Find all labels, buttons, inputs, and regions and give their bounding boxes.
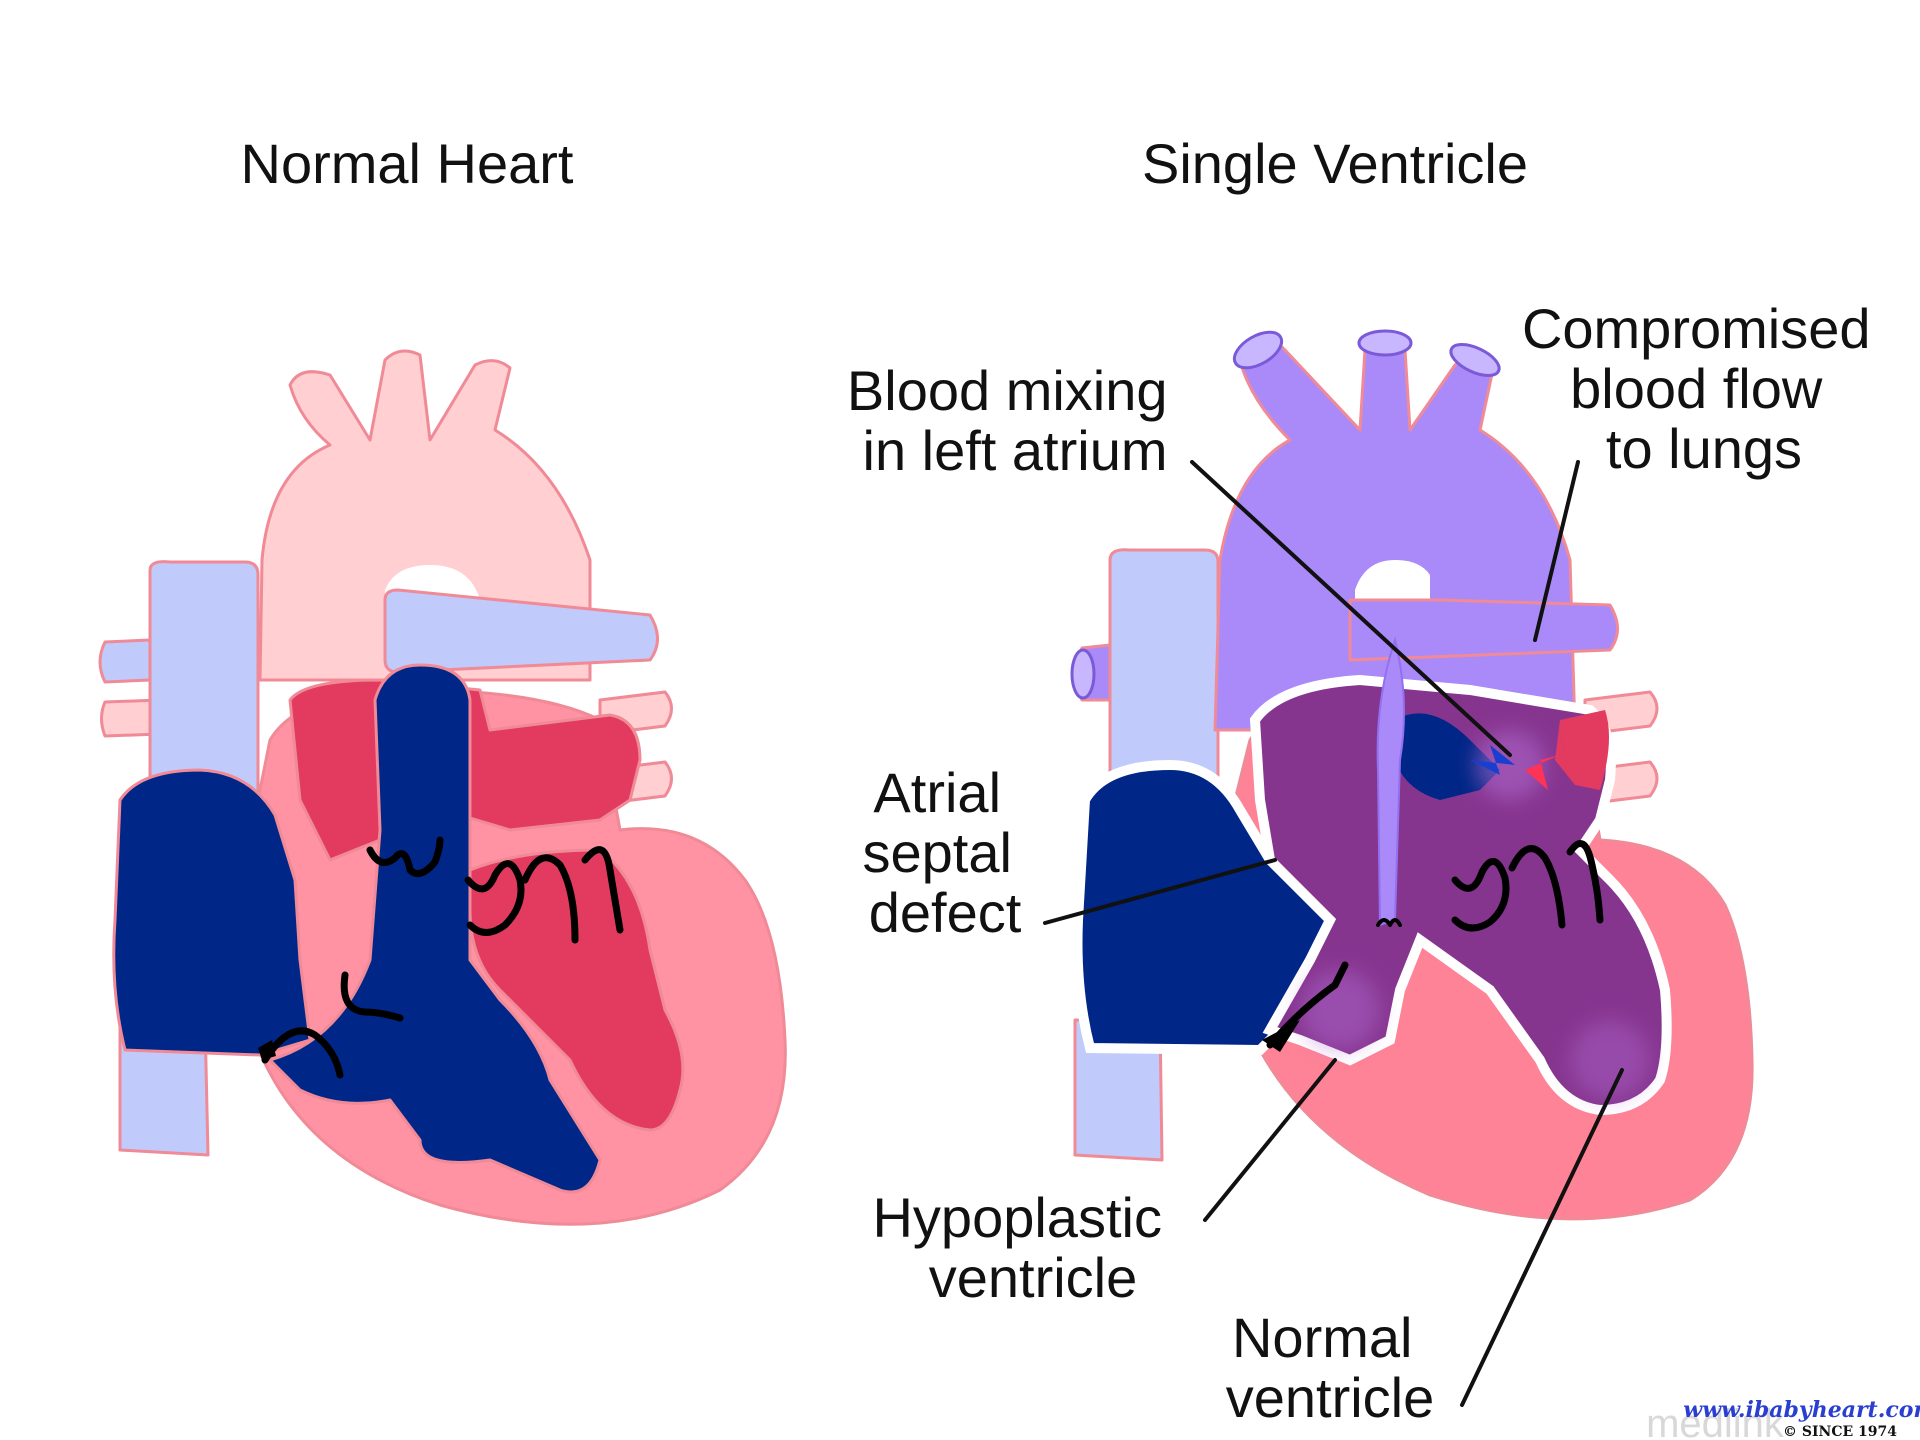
label-hypoplastic-line2: ventricle [929, 1246, 1138, 1309]
leader-hypoplastic [1203, 1058, 1337, 1222]
sv-hypoplastic-glow [1300, 970, 1380, 1050]
label-blood-mixing-line1: Blood mixing [847, 359, 1168, 422]
sv-superior-vena-cava [1108, 548, 1220, 812]
tricuspid-valve-b [261, 1027, 344, 1079]
label-asd-line1: Atrial [873, 761, 1001, 824]
label-atrial-septal-defect: Atrial septal defect [863, 761, 1028, 944]
sv-vessel-opening-right [1449, 343, 1501, 377]
sv-vessel-opening-left [1232, 330, 1284, 370]
sv-deoxygenated-inflow [1395, 713, 1500, 800]
sv-aortic-valve [1451, 858, 1510, 932]
mitral-valve [521, 854, 579, 944]
right-ventricle [268, 663, 602, 1194]
mitral-valve-b [581, 846, 624, 934]
sv-mitral-valve [1508, 845, 1566, 929]
sv-arrow-blue [1470, 745, 1515, 775]
label-normal-ventricle-line1: Normal [1232, 1306, 1412, 1369]
sv-right-atrium [1072, 759, 1366, 1056]
title-normal-heart: Normal Heart [241, 132, 574, 195]
sv-normal-ventricle-glow [1570, 1020, 1650, 1100]
tricuspid-valve [340, 971, 404, 1022]
aortic-valve [464, 860, 525, 936]
superior-vena-cava [148, 560, 260, 802]
leader-normal-ventricle [1460, 1068, 1624, 1407]
leader-asd [1043, 858, 1277, 925]
pulmonary-trunk [383, 588, 659, 674]
label-hypoplastic-ventricle: Hypoplastic ventricle [872, 1186, 1177, 1309]
label-hypoplastic-line1: Hypoplastic [872, 1186, 1161, 1249]
normal-heart-illustration [98, 349, 787, 1226]
label-normal-ventricle: Normal ventricle [1226, 1306, 1435, 1429]
sv-shunt-valve [1376, 918, 1402, 927]
label-normal-ventricle-line2: ventricle [1226, 1366, 1435, 1429]
label-asd-line3: defect [869, 881, 1022, 944]
sv-left-vein-opening [1070, 648, 1096, 700]
single-ventricle-illustration [1070, 329, 1754, 1221]
coronary-sinus [258, 1040, 276, 1060]
label-compromised-line1: Compromised [1522, 297, 1871, 360]
sv-coronary-sinus [1262, 1020, 1300, 1052]
title-single-ventricle: Single Ventricle [1142, 132, 1528, 195]
label-asd-line2: septal [863, 821, 1012, 884]
pulmonary-valve [366, 836, 444, 878]
sv-arrow-red [1525, 755, 1560, 790]
leader-compromised-flow [1533, 460, 1580, 642]
label-compromised-line2: blood flow [1570, 357, 1823, 420]
label-compromised-line3: to lungs [1606, 417, 1802, 480]
brachiocephalic-vein [98, 638, 152, 684]
right-atrium [112, 768, 312, 1057]
pulmonary-artery-left [100, 698, 162, 738]
watermark-since: © SINCE 1974 [1783, 1424, 1897, 1440]
sv-oxygenated-inflow [1555, 710, 1609, 790]
label-blood-mixing-line2: in left atrium [863, 419, 1168, 482]
label-compromised-flow: Compromised blood flow to lungs [1522, 297, 1886, 480]
sv-mitral-valve-b [1566, 840, 1604, 924]
sv-pulmonary-branch [1348, 598, 1619, 662]
label-blood-mixing: Blood mixing in left atrium [847, 359, 1183, 482]
leader-blood-mixing [1190, 460, 1512, 757]
sv-vessel-opening-mid [1357, 329, 1413, 357]
watermark-ghost-text: medlink [1646, 1402, 1785, 1440]
aorta [258, 349, 592, 682]
watermark-url: www.ibabyheart.com [1683, 1397, 1920, 1423]
